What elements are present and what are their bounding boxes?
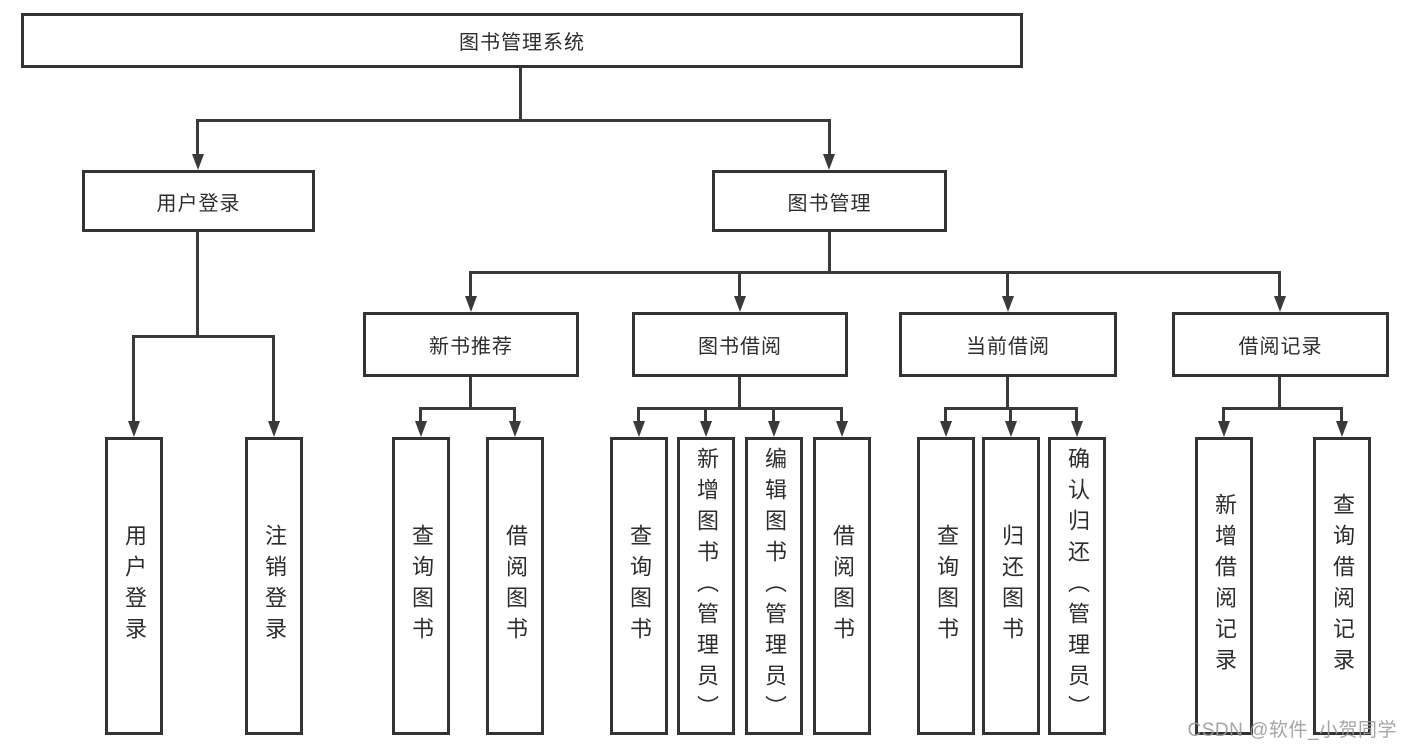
leaf-add-borrow-record: 新增借阅记录 bbox=[1195, 437, 1253, 735]
arrow-down-icon bbox=[940, 421, 952, 437]
connector-line bbox=[513, 407, 516, 423]
leaf-label: 查询图书 bbox=[934, 524, 959, 648]
arrow-down-icon bbox=[633, 421, 645, 437]
node-book-management-label: 图书管理 bbox=[787, 192, 872, 215]
leaf-label: 查询图书 bbox=[627, 524, 652, 648]
connector-line bbox=[519, 68, 522, 121]
leaf-edit-books-admin: 编辑图书（管理员） bbox=[745, 437, 803, 735]
node-borrow-records-label: 借阅记录 bbox=[1238, 336, 1323, 358]
connector-line bbox=[738, 377, 741, 409]
connector-line bbox=[639, 407, 842, 410]
node-borrow-records: 借阅记录 bbox=[1172, 312, 1389, 377]
node-user-login-label: 用户登录 bbox=[156, 192, 241, 215]
arrow-down-icon bbox=[700, 421, 712, 437]
leaf-return-books: 归还图书 bbox=[982, 437, 1040, 735]
arrow-down-icon bbox=[1002, 296, 1014, 312]
connector-line bbox=[197, 119, 831, 122]
connector-line bbox=[132, 335, 135, 423]
arrow-down-icon bbox=[836, 421, 848, 437]
connector-line bbox=[1278, 377, 1281, 409]
connector-line bbox=[471, 271, 1281, 274]
connector-line bbox=[469, 377, 472, 409]
leaf-query-books: 查询图书 bbox=[610, 437, 668, 735]
leaf-label: 归还图书 bbox=[999, 524, 1024, 648]
leaf-label: 查询借阅记录 bbox=[1330, 493, 1355, 679]
connector-line bbox=[272, 335, 275, 423]
leaf-borrow-books: 借阅图书 bbox=[486, 437, 544, 735]
node-current-borrow-label: 当前借阅 bbox=[966, 336, 1050, 358]
connector-line bbox=[1224, 407, 1342, 410]
leaf-label: 借阅图书 bbox=[830, 524, 855, 648]
leaf-label: 编辑图书（管理员） bbox=[762, 446, 787, 726]
node-book-management: 图书管理 bbox=[712, 170, 947, 232]
leaf-query-borrow-record: 查询借阅记录 bbox=[1313, 437, 1371, 735]
connector-line bbox=[828, 232, 831, 273]
leaf-query-books: 查询图书 bbox=[917, 437, 975, 735]
node-current-borrow: 当前借阅 bbox=[899, 312, 1117, 377]
node-user-login: 用户登录 bbox=[82, 170, 315, 232]
arrow-down-icon bbox=[465, 296, 477, 312]
arrow-down-icon bbox=[268, 421, 280, 437]
leaf-logout: 注销登录 bbox=[245, 437, 303, 735]
connector-line bbox=[469, 271, 472, 298]
arrow-down-icon bbox=[1274, 296, 1286, 312]
leaf-label: 新增借阅记录 bbox=[1212, 493, 1237, 679]
arrow-down-icon bbox=[1336, 421, 1348, 437]
leaf-label: 查询图书 bbox=[409, 524, 434, 648]
node-book-borrow-label: 图书借阅 bbox=[698, 336, 782, 358]
arrow-down-icon bbox=[734, 296, 746, 312]
leaf-confirm-return-admin: 确认归还（管理员） bbox=[1048, 437, 1106, 735]
connector-line bbox=[196, 232, 199, 337]
connector-line bbox=[1075, 407, 1078, 423]
arrow-down-icon bbox=[509, 421, 521, 437]
connector-line bbox=[134, 335, 274, 338]
leaf-label: 注销登录 bbox=[262, 524, 287, 648]
connector-line bbox=[419, 407, 422, 423]
arrow-down-icon bbox=[768, 421, 780, 437]
connector-line bbox=[1222, 407, 1225, 423]
leaf-label: 新增图书（管理员） bbox=[694, 446, 719, 726]
arrow-down-icon bbox=[1218, 421, 1230, 437]
arrow-down-icon bbox=[1005, 421, 1017, 437]
connector-line bbox=[840, 407, 843, 423]
connector-line bbox=[1006, 377, 1009, 409]
node-root: 图书管理系统 bbox=[21, 13, 1023, 68]
connector-line bbox=[1009, 407, 1012, 423]
leaf-add-books-admin: 新增图书（管理员） bbox=[677, 437, 735, 735]
connector-line bbox=[1278, 271, 1281, 298]
arrow-down-icon bbox=[823, 154, 835, 170]
connector-line bbox=[1340, 407, 1343, 423]
connector-line bbox=[637, 407, 640, 423]
leaf-borrow-books: 借阅图书 bbox=[813, 437, 871, 735]
leaf-user-login: 用户登录 bbox=[105, 437, 163, 735]
node-new-book-recommend: 新书推荐 bbox=[363, 312, 579, 377]
connector-line bbox=[738, 271, 741, 298]
connector-line bbox=[196, 119, 199, 156]
leaf-label: 用户登录 bbox=[122, 524, 147, 648]
arrow-down-icon bbox=[128, 421, 140, 437]
csdn-watermark: CSDN @软件_小贺同学 bbox=[1187, 720, 1397, 741]
leaf-label: 借阅图书 bbox=[503, 524, 528, 648]
node-new-book-recommend-label: 新书推荐 bbox=[429, 336, 513, 358]
connector-line bbox=[828, 119, 831, 156]
leaf-label: 确认归还（管理员） bbox=[1065, 446, 1090, 726]
connector-line bbox=[421, 407, 515, 410]
connector-line bbox=[944, 407, 947, 423]
node-root-label: 图书管理系统 bbox=[459, 32, 585, 54]
arrow-down-icon bbox=[415, 421, 427, 437]
connector-line bbox=[772, 407, 775, 423]
node-book-borrow: 图书借阅 bbox=[632, 312, 848, 377]
arrow-down-icon bbox=[1071, 421, 1083, 437]
leaf-query-books: 查询图书 bbox=[392, 437, 450, 735]
connector-line bbox=[1006, 271, 1009, 298]
arrow-down-icon bbox=[192, 154, 204, 170]
connector-line bbox=[704, 407, 707, 423]
